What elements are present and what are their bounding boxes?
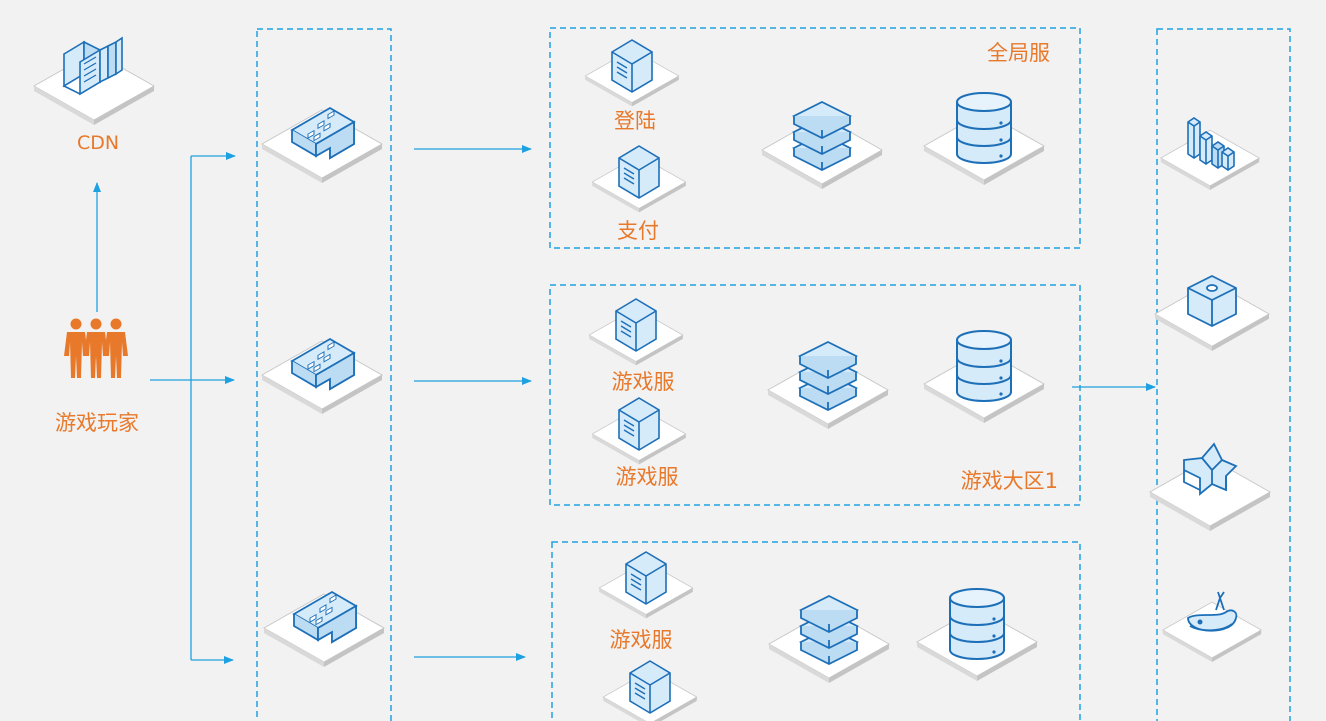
docker-whale-icon bbox=[1162, 591, 1262, 663]
gateway-building-icon bbox=[261, 107, 383, 184]
login-server-label: 登陆 bbox=[614, 109, 656, 133]
server-tower-icon bbox=[602, 660, 698, 721]
payment-server-label: 支付 bbox=[617, 219, 659, 243]
server-tower-icon bbox=[598, 551, 694, 619]
players-to-gateways-bus bbox=[150, 156, 192, 660]
gateway-building-icon bbox=[263, 591, 385, 668]
services-column-box bbox=[1156, 28, 1291, 721]
gateway-building-icon bbox=[261, 338, 383, 415]
star-block-icon bbox=[1149, 442, 1271, 532]
cache-stack-icon bbox=[768, 595, 890, 684]
cdn-label: CDN bbox=[76, 132, 120, 154]
server-tower-icon bbox=[588, 298, 684, 366]
global-group-label: 全局服 bbox=[987, 41, 1050, 65]
server-tower-icon bbox=[584, 39, 680, 107]
players-label: 游戏玩家 bbox=[55, 411, 139, 435]
cache-stack-icon bbox=[761, 101, 883, 190]
database-icon bbox=[923, 330, 1045, 424]
server-tower-icon bbox=[591, 145, 687, 213]
database-icon bbox=[923, 92, 1045, 186]
zone1-group-label: 游戏大区1 bbox=[960, 469, 1058, 493]
database-icon bbox=[916, 588, 1038, 682]
bar-chart-icon bbox=[1160, 117, 1260, 191]
game-server-label: 游戏服 bbox=[609, 628, 673, 652]
players-icon bbox=[64, 318, 128, 378]
game-server-label: 游戏服 bbox=[615, 465, 679, 489]
zone2-group-box bbox=[551, 541, 1081, 721]
zone1-group-box bbox=[549, 284, 1081, 506]
cache-stack-icon bbox=[767, 341, 889, 430]
global-server-group-box bbox=[549, 27, 1081, 249]
box-icon bbox=[1154, 274, 1270, 352]
gateway-column-box bbox=[256, 28, 392, 721]
server-tower-icon bbox=[591, 397, 687, 465]
cdn-books-icon bbox=[33, 36, 155, 126]
game-server-label: 游戏服 bbox=[611, 370, 675, 394]
